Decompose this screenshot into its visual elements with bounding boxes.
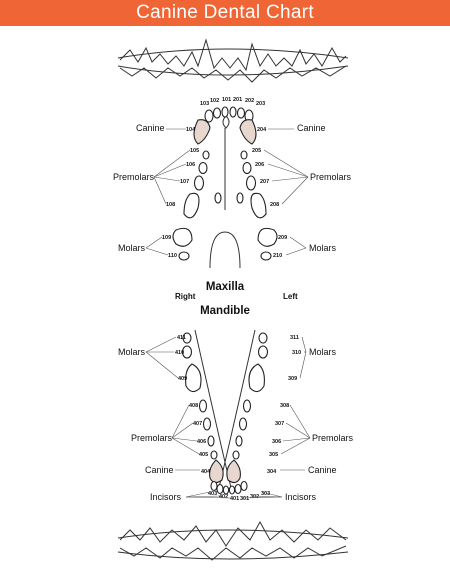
mandible-label: Mandible bbox=[200, 305, 250, 317]
tooth-number: 307 bbox=[275, 421, 284, 427]
tooth-number: 402 bbox=[219, 494, 228, 500]
label-molars-right-lower: Molars bbox=[118, 347, 146, 357]
upper-jaw-side-view bbox=[117, 38, 349, 83]
label-canine-left-upper: Canine bbox=[297, 123, 326, 133]
tooth-number: 108 bbox=[166, 202, 175, 208]
left-label: Left bbox=[283, 292, 298, 301]
tooth-number: 410 bbox=[175, 350, 184, 356]
tooth-number: 201 bbox=[233, 97, 242, 103]
tooth-number: 101 bbox=[222, 97, 231, 103]
tooth-number: 404 bbox=[201, 469, 211, 475]
tooth-number: 207 bbox=[260, 179, 269, 185]
palate-outline bbox=[209, 115, 244, 269]
tooth-number: 208 bbox=[270, 202, 279, 208]
label-canine-left-lower: Canine bbox=[308, 465, 337, 475]
tooth-number: 302 bbox=[250, 494, 259, 500]
label-molars-left-lower: Molars bbox=[309, 347, 337, 357]
label-premolars-left-upper: Premolars bbox=[310, 172, 352, 182]
tooth-number: 210 bbox=[273, 253, 282, 259]
label-molars-right-upper: Molars bbox=[118, 243, 146, 253]
label-molars-left-upper: Molars bbox=[309, 243, 337, 253]
lower-labels: Molars Molars Premolars Premolars Canine… bbox=[118, 336, 354, 502]
label-premolars-right-lower: Premolars bbox=[131, 433, 173, 443]
label-canine-right-lower: Canine bbox=[145, 465, 174, 475]
tooth-number: 311 bbox=[290, 335, 299, 341]
upper-left-teeth: 204 205 206 207 208 209 210 bbox=[239, 119, 287, 261]
tooth-number: 401 bbox=[230, 496, 239, 502]
label-incisors-right: Incisors bbox=[150, 492, 182, 502]
label-premolars-right-upper: Premolars bbox=[113, 172, 155, 182]
lower-jaw-side-view bbox=[117, 520, 349, 561]
lower-right-teeth: 411 410 409 408 407 406 405 404 bbox=[175, 332, 224, 484]
tooth-number: 203 bbox=[256, 101, 265, 107]
tooth-number: 305 bbox=[269, 452, 278, 458]
chart-title: Canine Dental Chart bbox=[0, 0, 450, 26]
tooth-number: 309 bbox=[288, 376, 297, 382]
tooth-number: 310 bbox=[292, 350, 301, 356]
tooth-number: 411 bbox=[177, 335, 186, 341]
tooth-number: 205 bbox=[252, 148, 261, 154]
tooth-number: 301 bbox=[240, 496, 249, 502]
tooth-number: 103 bbox=[200, 101, 209, 107]
tooth-number: 105 bbox=[190, 148, 199, 154]
tooth-number: 406 bbox=[197, 439, 206, 445]
tooth-number: 110 bbox=[168, 253, 177, 259]
upper-incisors: 103 102 101 201 202 203 bbox=[200, 97, 265, 123]
tooth-number: 409 bbox=[178, 376, 187, 382]
tooth-number: 206 bbox=[255, 162, 264, 168]
upper-right-teeth: 104 105 106 107 108 109 110 bbox=[162, 119, 211, 261]
tooth-number: 109 bbox=[162, 235, 171, 241]
lower-incisors: 403 402 401 301 302 303 bbox=[208, 480, 270, 502]
label-premolars-left-lower: Premolars bbox=[312, 433, 354, 443]
tooth-number: 204 bbox=[257, 127, 267, 133]
right-label: Right bbox=[175, 292, 196, 301]
lower-left-teeth: 311 310 309 308 307 306 305 304 bbox=[226, 332, 301, 484]
tooth-number: 106 bbox=[186, 162, 195, 168]
tooth-number: 304 bbox=[267, 469, 277, 475]
dental-diagram: 103 102 101 201 202 203 104 105 106 107 … bbox=[113, 38, 354, 561]
upper-labels: Canine Canine Premolars Premolars Molars… bbox=[113, 123, 352, 256]
tooth-number: 308 bbox=[280, 403, 289, 409]
tooth-number: 405 bbox=[199, 452, 208, 458]
tooth-number: 306 bbox=[272, 439, 281, 445]
tooth-number: 209 bbox=[278, 235, 287, 241]
tooth-number: 408 bbox=[189, 403, 198, 409]
tooth-number: 104 bbox=[186, 127, 196, 133]
tooth-number: 102 bbox=[210, 98, 219, 104]
tooth-number: 403 bbox=[208, 491, 217, 497]
tooth-number: 407 bbox=[193, 421, 202, 427]
tooth-number: 202 bbox=[245, 98, 254, 104]
tooth-number: 303 bbox=[261, 491, 270, 497]
label-incisors-left: Incisors bbox=[285, 492, 317, 502]
label-canine-right-upper: Canine bbox=[136, 123, 165, 133]
maxilla-label: Maxilla bbox=[206, 281, 245, 293]
tooth-number: 107 bbox=[180, 179, 189, 185]
